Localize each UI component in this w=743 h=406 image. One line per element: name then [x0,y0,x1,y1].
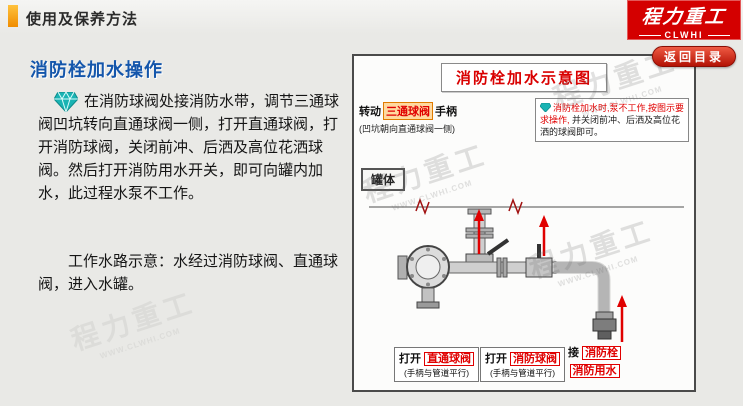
open-action-text: 打开 [485,353,507,365]
connect-action-text: 接 [568,347,579,359]
straight-valve-tag: 直通球阀 [424,352,475,366]
note-text-black: 并关闭前冲、后洒及高位花洒的球阀即可。 [540,115,681,137]
three-way-valve-tag: 三通球阀 [383,102,433,120]
label-row: 接 消防栓 [568,344,622,360]
label-row: 消防用水 [568,362,621,378]
label-row: 打开 直通球阀 [399,350,475,366]
operation-note-box: 消防栓加水时,泵不工作,按图示要求操作, 并关闭前冲、后洒及高位花洒的球阀即可。 [535,98,689,142]
page-title: 消防栓加水操作 [30,60,163,80]
company-logo: 程力重工 CLWHI [627,0,741,40]
diagram-panel: 消防栓加水示意图 转动 三通球阀 手柄 (凹坑朝向直通球阀一侧) 消防栓加水时,… [352,54,696,392]
rotate-suffix-text: 手柄 [435,106,457,118]
rotate-note-line: 转动 三通球阀 手柄 [359,102,535,120]
header-strip [0,0,743,34]
pipe-diagram [354,184,698,354]
instruction-paragraph: 在消防球阀处接消防水带，调节三通球阀凹坑转向直通球阀一侧，打开直通球阀，打开消防… [38,90,350,205]
note-text-red: 消防栓加水时,泵不工作,按图示要求操作, [540,103,685,125]
handle-note: (手柄与管道平行) [489,368,556,378]
label-open-fire-valve: 打开 消防球阀 (手柄与管道平行) [480,347,566,382]
label-row: 打开 消防球阀 [485,350,561,366]
logo-divider-line [707,34,730,36]
diagram-title: 消防栓加水示意图 [440,63,608,92]
diamond-bullet-icon-small [539,102,552,113]
logo-divider-line [638,34,661,36]
open-action-text: 打开 [399,353,421,365]
water-path-paragraph: 工作水路示意：水经过消防球阀、直通球阀，进入水罐。 [38,253,339,293]
rotate-action-text: 转动 [359,106,381,118]
section-title: 使用及保养方法 [26,11,139,28]
rotate-valve-note: 转动 三通球阀 手柄 (凹坑朝向直通球阀一侧) [359,102,535,135]
fire-water-tag: 消防用水 [569,364,620,378]
watermark-url: WWW.CLWHI.COM [98,326,182,361]
rotate-note-detail: (凹坑朝向直通球阀一侧) [359,124,455,134]
fire-valve-tag: 消防球阀 [510,352,561,366]
logo-text: 程力重工 [640,7,727,28]
label-open-straight-valve: 打开 直通球阀 (手柄与管道平行) [394,347,480,382]
back-to-toc-button[interactable]: 返回目录 [652,46,736,67]
handle-note: (手柄与管道平行) [403,368,470,378]
logo-subtitle: CLWHI [664,30,704,40]
tank-body-label: 罐体 [361,168,406,191]
label-connect-hydrant: 接 消防栓 消防用水 [568,344,622,378]
instruction-text: 在消防球阀处接消防水带，调节三通球阀凹坑转向直通球阀一侧，打开直通球阀，打开消防… [38,93,340,202]
logo-subtitle-row: CLWHI [627,30,741,40]
orange-accent-bar [8,5,18,27]
diamond-bullet-icon [54,92,78,112]
hydrant-tag: 消防栓 [582,346,622,360]
